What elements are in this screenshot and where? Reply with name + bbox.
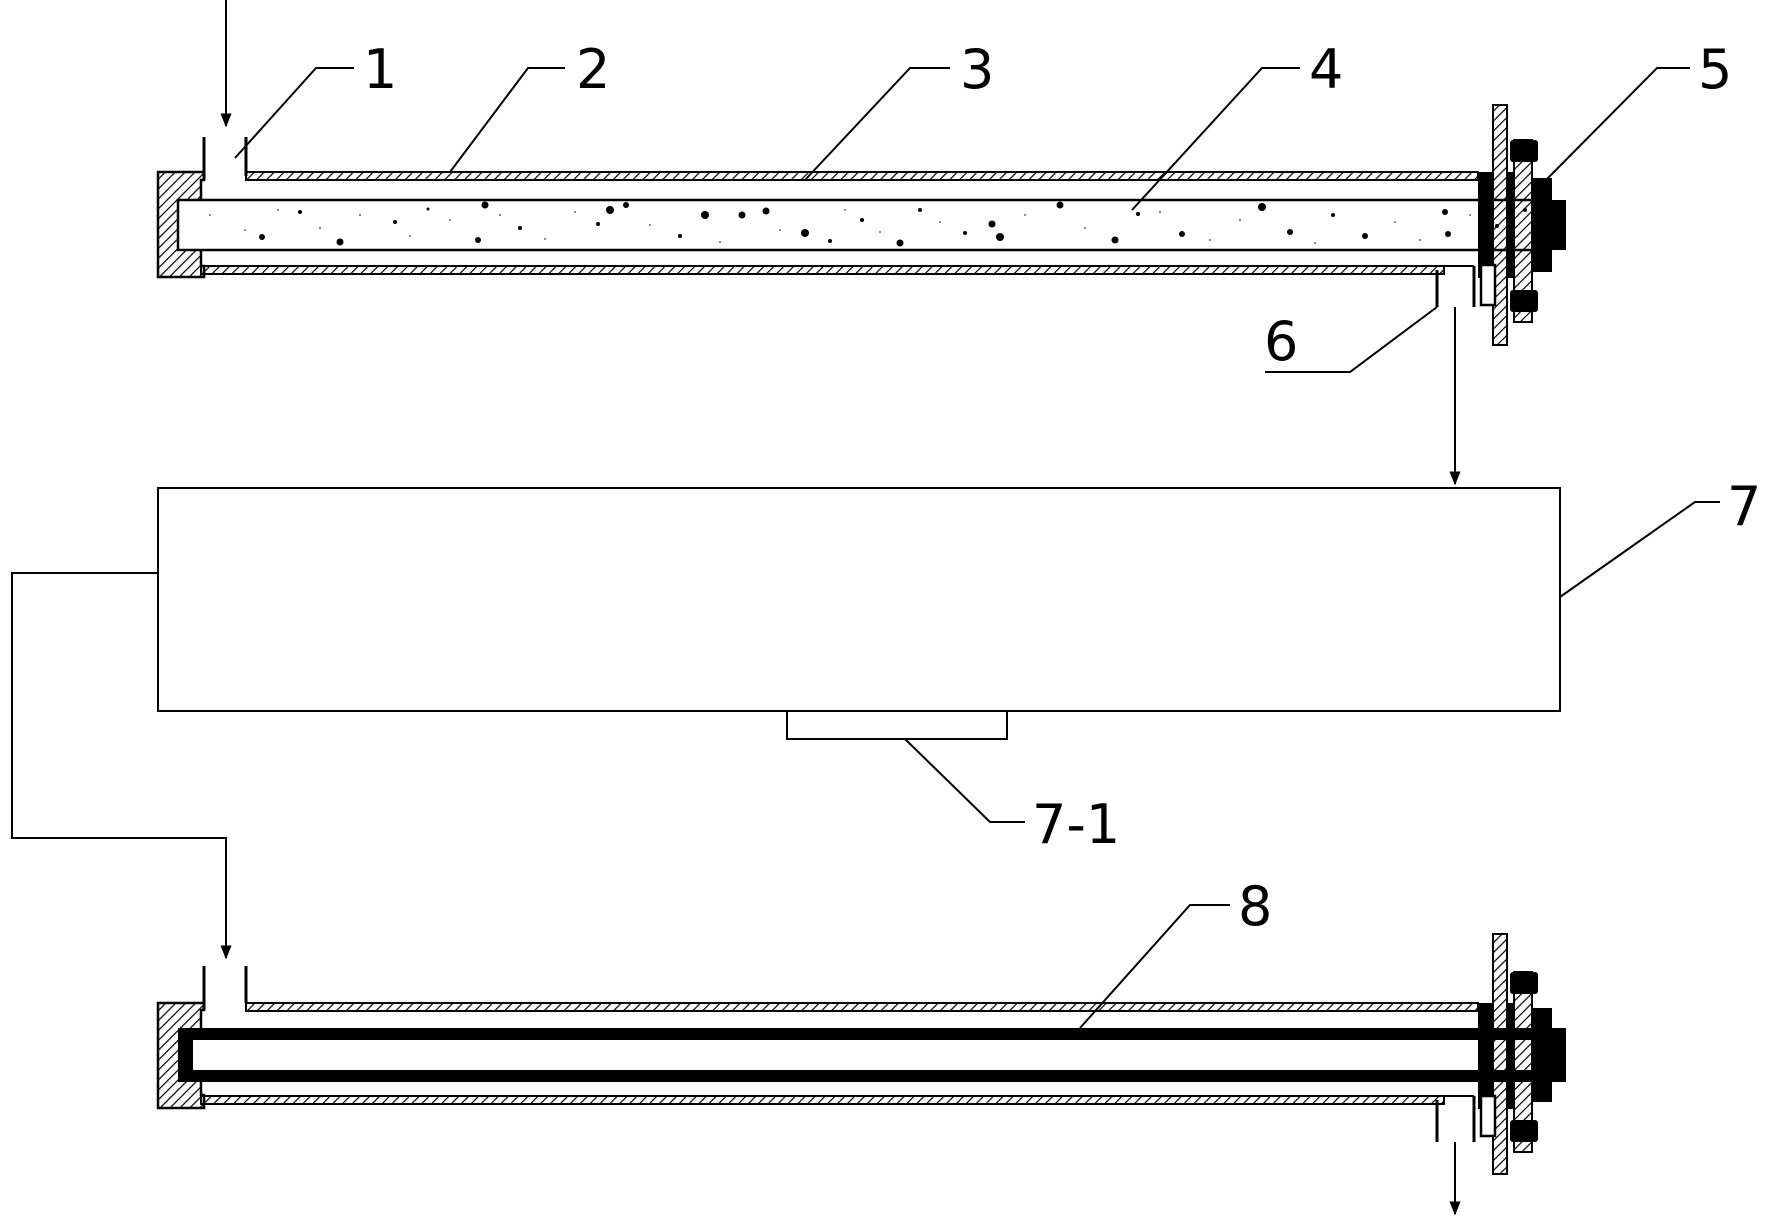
box-to-lower-tube-line: [11, 572, 232, 960]
outer-jacket-bottom-wall: [200, 265, 1445, 275]
upper-flange-assembly: [1478, 104, 1566, 346]
porous-rod: [176, 198, 1543, 252]
label-5: 5: [1698, 38, 1732, 101]
upper-outlet-pipe: [1435, 265, 1476, 307]
leader-lines: [234, 67, 1720, 1029]
lower-tube-assembly: [156, 933, 1566, 1216]
label-7: 7: [1727, 475, 1761, 538]
lower-flange-assembly: [1478, 933, 1566, 1175]
inlet-pipe: [202, 137, 248, 180]
lower-outlet-pipe: [1435, 1095, 1476, 1142]
label-2: 2: [576, 38, 610, 101]
label-4: 4: [1309, 38, 1343, 101]
box-attachment: [786, 710, 1008, 740]
lower-inlet-pipe: [202, 966, 248, 1010]
label-3: 3: [960, 38, 994, 101]
label-1: 1: [363, 38, 397, 101]
lower-jacket-top-wall: [245, 1002, 1479, 1012]
label-8: 8: [1238, 875, 1272, 938]
lower-jacket-bottom-wall: [200, 1095, 1445, 1105]
part-labels: 1 2 3 4 5 6 7 7-1 8: [363, 38, 1761, 938]
processing-box: [157, 487, 1561, 712]
upper-tube-assembly: [156, 0, 1566, 486]
label-7-1: 7-1: [1032, 793, 1120, 856]
outer-jacket-top-wall: [245, 171, 1479, 181]
porous-particles: [259, 201, 1527, 247]
label-6: 6: [1264, 310, 1298, 373]
